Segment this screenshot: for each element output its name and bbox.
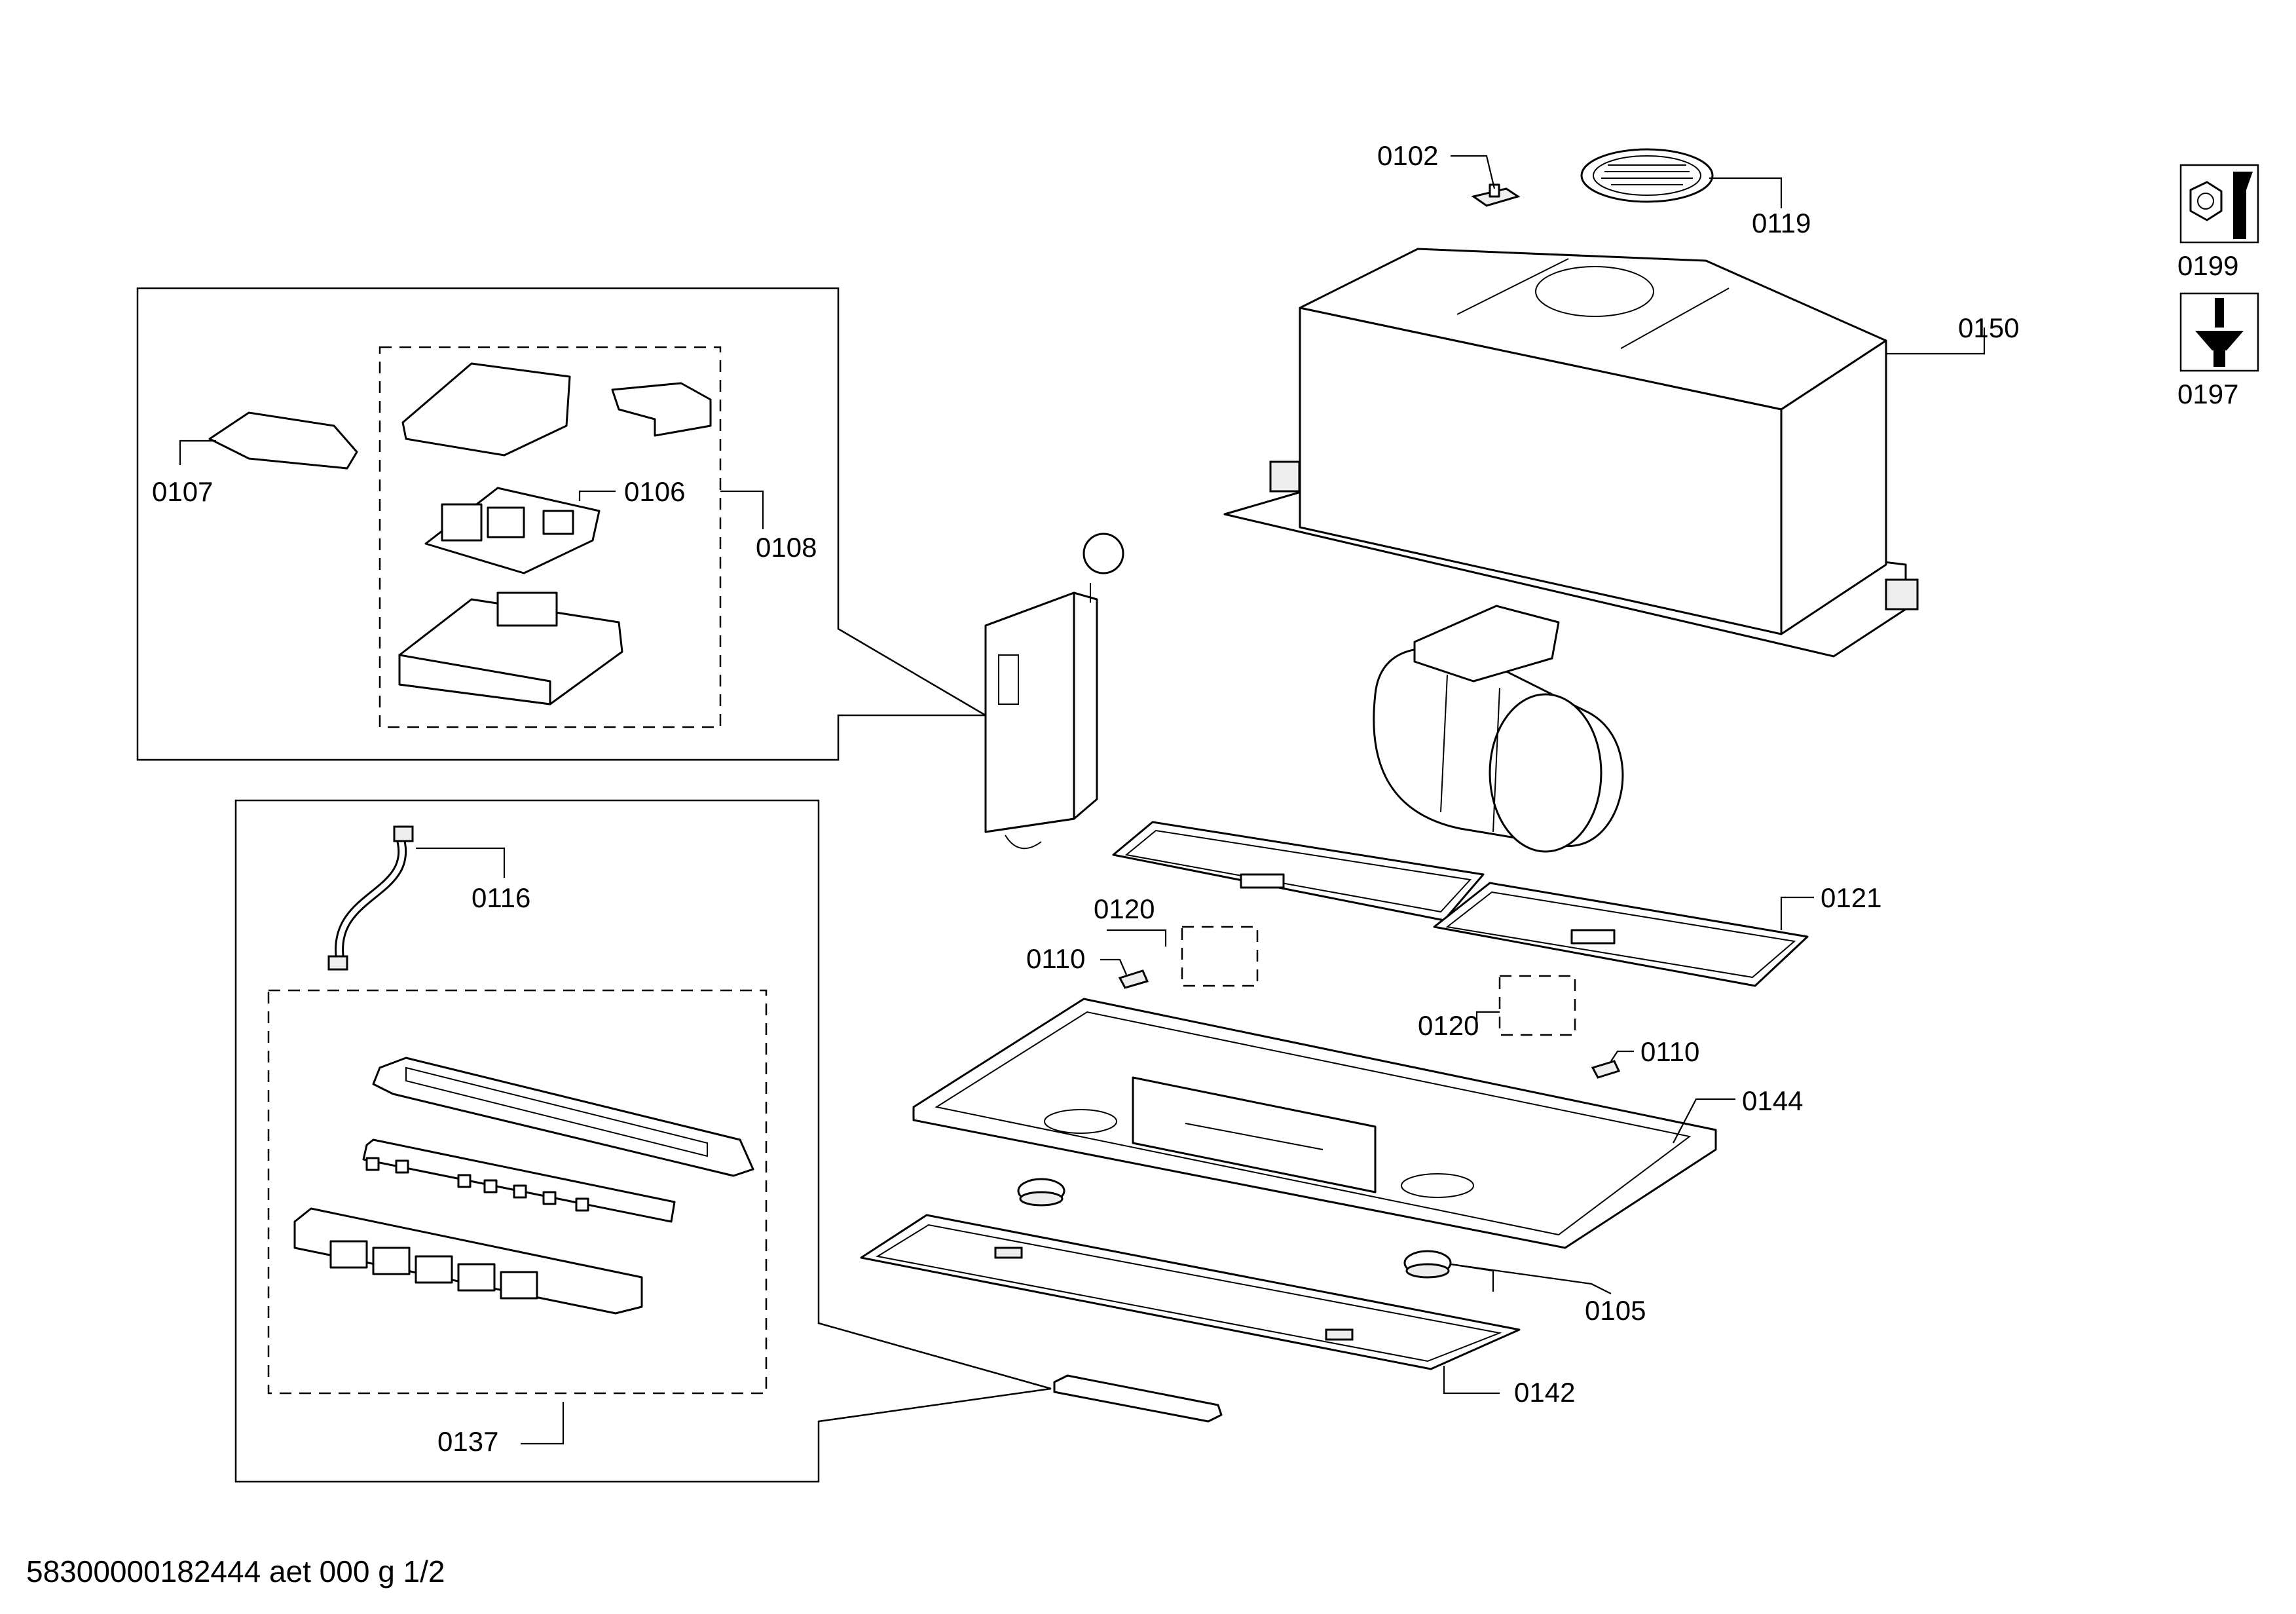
hood-housing [1223, 248, 1919, 658]
label-0105: 0105 [1585, 1295, 1646, 1326]
label-0121: 0121 [1821, 882, 1881, 913]
grease-filter-left [1112, 821, 1485, 922]
circuit-board [424, 487, 601, 574]
clip-part [1471, 183, 1521, 207]
label-0199: 0199 [2177, 250, 2238, 281]
bracket-group-b [1498, 975, 1576, 1036]
label-0119: 0119 [1752, 208, 1811, 238]
label-0150: 0150 [1958, 312, 2019, 343]
lamp-left [1017, 1178, 1065, 1207]
label-0116: 0116 [472, 882, 530, 913]
screwdriver-screw-icon [2179, 292, 2259, 372]
round-grille [1580, 148, 1714, 203]
grease-filter-right [1433, 882, 1809, 987]
panel-frame [372, 1057, 754, 1177]
label-0102: 0102 [1377, 140, 1438, 171]
drawing-number: 58300000182444 aet 000 g 1/2 [26, 1554, 445, 1588]
label-0137: 0137 [437, 1426, 498, 1457]
label-0120-a: 0120 [1094, 893, 1155, 924]
label-0197: 0197 [2177, 379, 2238, 409]
label-0106: 0106 [624, 476, 685, 507]
label-0110-b: 0110 [1640, 1036, 1699, 1067]
module-cover [401, 362, 712, 457]
wrench-nut-icon [2179, 164, 2259, 244]
lid-part [208, 411, 358, 470]
cable [327, 825, 414, 971]
bracket-group-a [1181, 926, 1259, 987]
filter-frame [860, 1214, 1521, 1370]
label-0144: 0144 [1742, 1085, 1803, 1116]
bottom-panel [912, 998, 1717, 1249]
button-board [362, 1138, 676, 1223]
fan-motor [1373, 605, 1624, 853]
control-strip [1053, 1374, 1223, 1423]
label-0110-a: 0110 [1026, 943, 1085, 974]
screw-b [1591, 1060, 1621, 1079]
module-housing [398, 591, 623, 705]
label-0142: 0142 [1514, 1377, 1575, 1408]
label-0107: 0107 [152, 476, 213, 507]
button-housing [293, 1207, 643, 1315]
detail-box-0137 [267, 989, 768, 1395]
lamp-right [1403, 1250, 1452, 1279]
detail-box-0108 [379, 346, 722, 728]
label-0108: 0108 [756, 532, 817, 563]
screw-a [1118, 969, 1149, 989]
label-0120-b: 0120 [1418, 1010, 1479, 1041]
control-box [984, 533, 1124, 850]
